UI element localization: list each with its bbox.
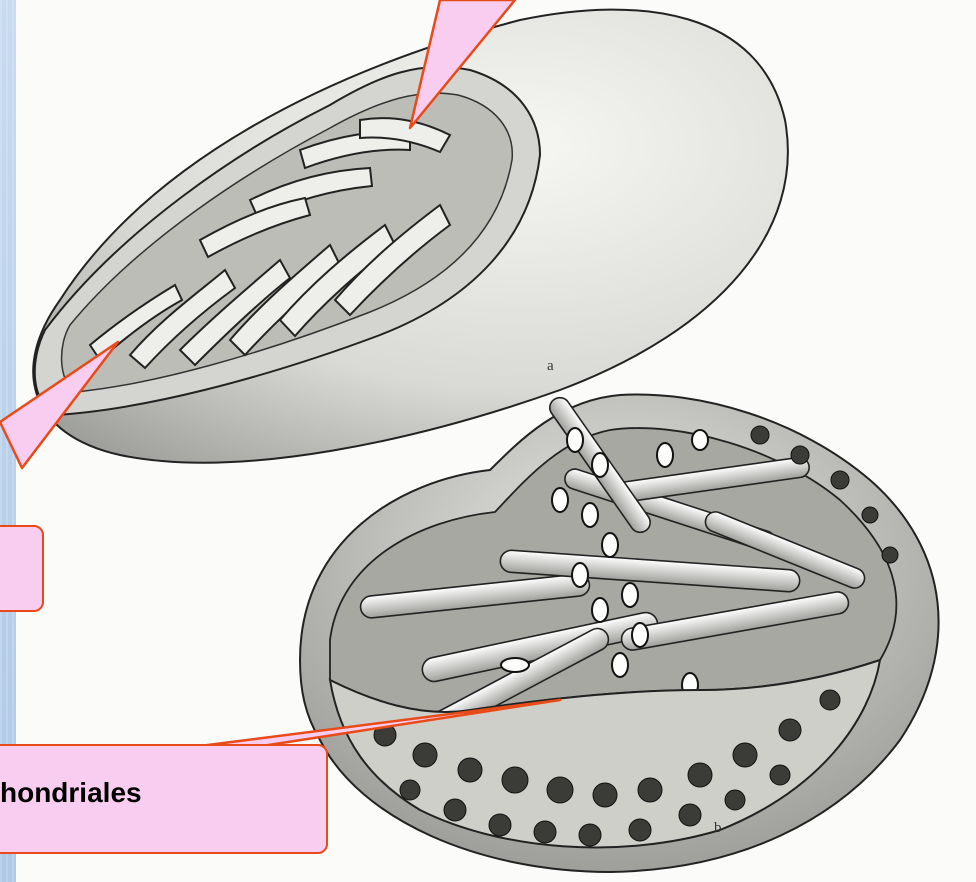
callout-bottom-label: hondriales [0,777,142,809]
mitochondrion-b: b [300,394,939,872]
panel-b-letter: b [714,820,722,836]
callout-left [0,525,44,612]
panel-a-letter: a [547,358,554,374]
mitochondrion-a: a [33,10,788,463]
